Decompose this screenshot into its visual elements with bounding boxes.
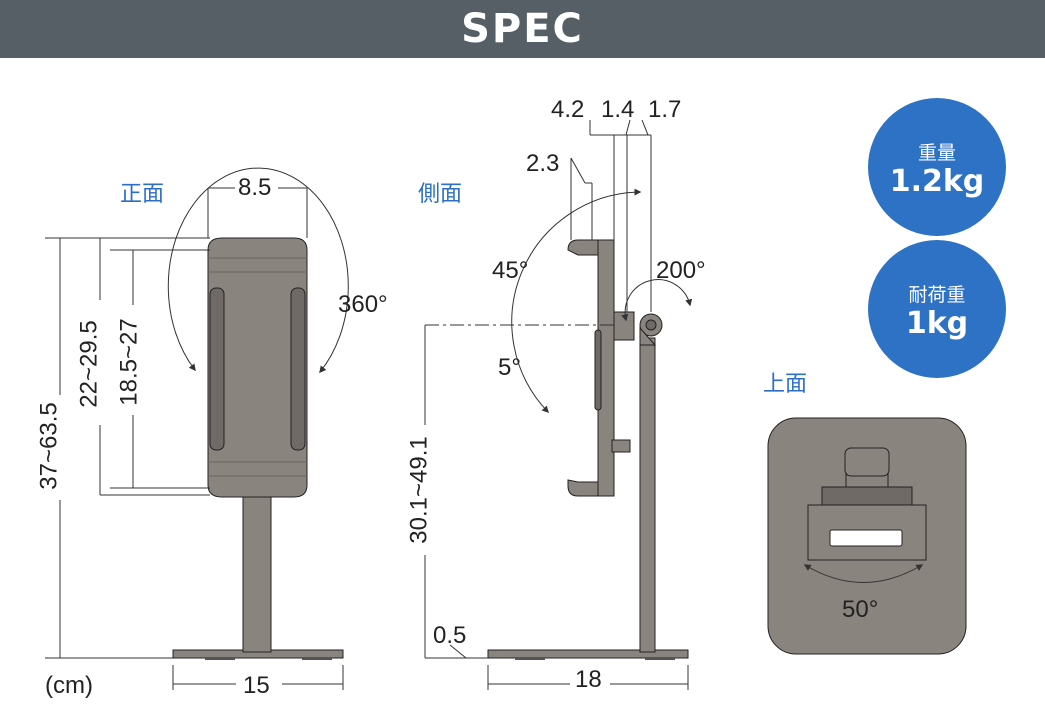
weight-value: 1.2kg xyxy=(889,164,985,199)
top-knob xyxy=(844,447,890,477)
side-base xyxy=(487,649,689,659)
unit-label: (cm) xyxy=(45,672,93,699)
side-rotate-label: 200° xyxy=(656,257,706,284)
front-device-height-outer-label: 22~29.5 xyxy=(75,320,103,408)
page-title: SPEC xyxy=(461,6,584,52)
load-capacity-badge: 耐荷重 1kg xyxy=(868,240,1006,378)
load-capacity-value: 1kg xyxy=(905,306,969,341)
side-view xyxy=(487,239,689,660)
side-height-label: 30.1~49.1 xyxy=(405,436,433,544)
front-rotation-label: 360° xyxy=(338,291,388,318)
front-base-width-label: 15 xyxy=(243,672,270,699)
side-dim-4-2: 4.2 xyxy=(551,96,585,123)
side-pole xyxy=(639,337,656,653)
front-view-label: 正面 xyxy=(120,182,165,207)
side-dim-2-3: 2.3 xyxy=(526,150,560,177)
front-device-height-inner-label: 18.5~27 xyxy=(115,318,143,406)
side-base-thickness-label: 0.5 xyxy=(433,622,467,649)
side-dim-1-4: 1.4 xyxy=(601,96,635,123)
front-width-label: 8.5 xyxy=(238,174,272,201)
side-tilt-up-label: 45° xyxy=(492,257,529,284)
load-capacity-label: 耐荷重 xyxy=(908,284,966,306)
side-view-label: 側面 xyxy=(418,182,463,207)
front-pole xyxy=(242,494,272,653)
top-view xyxy=(767,417,967,655)
front-view xyxy=(172,237,344,660)
weight-label: 重量 xyxy=(917,142,956,164)
weight-badge: 重量 1.2kg xyxy=(868,98,1006,236)
top-view-label: 上面 xyxy=(763,372,808,397)
top-swivel-label: 50° xyxy=(842,596,879,623)
side-dim-1-7: 1.7 xyxy=(648,96,682,123)
front-total-height-label: 37~63.5 xyxy=(35,402,63,490)
header-bar xyxy=(0,0,1045,58)
side-base-depth-label: 18 xyxy=(575,666,602,693)
side-tilt-down-label: 5° xyxy=(498,354,521,381)
